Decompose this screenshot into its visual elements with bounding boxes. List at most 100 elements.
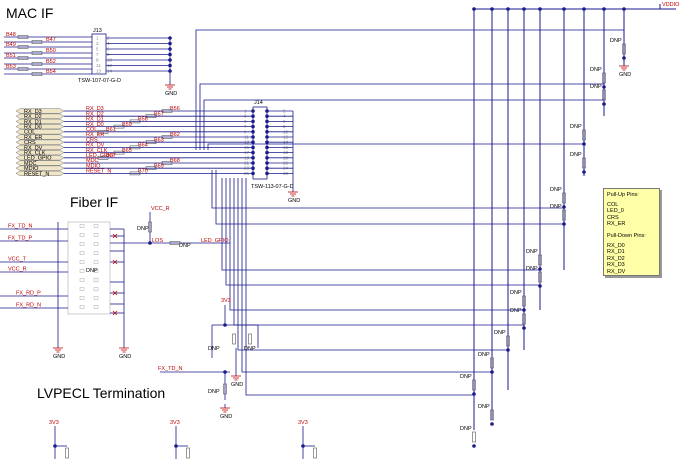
mac-signal-mdc: MDC	[86, 158, 99, 164]
fiber-led-gpio-label: LED_GPIO	[201, 238, 229, 244]
pull-resistor	[522, 295, 526, 307]
mac-net-b57: B57	[154, 111, 164, 117]
mac-series-resistor	[129, 119, 141, 124]
j14-ground: GND	[288, 188, 300, 204]
mac-port-label: MDC	[24, 161, 37, 167]
pull-dnp-label: DNP	[510, 308, 522, 314]
note-pulldown-item: RX_D1	[607, 249, 625, 256]
fiber-dnp-label: DNP	[86, 268, 98, 274]
j14-left-junction	[251, 166, 255, 170]
mac-net-b56: B56	[170, 106, 180, 112]
pull-dnp-label: DNP	[550, 204, 562, 210]
connector-j13: J13 TSW-107-07-G-D	[78, 28, 121, 84]
mac-series-resistor	[129, 171, 141, 176]
pull-resistor	[538, 271, 542, 283]
mac-port-label: COL	[24, 130, 35, 136]
j14-left-junction	[251, 130, 255, 134]
j13-pin-left: 3	[96, 41, 99, 46]
j13-pins: 1234567891011121314GND	[96, 36, 177, 98]
j14-pin-junction	[265, 124, 269, 129]
pull-routes	[195, 29, 624, 396]
mac-net-b64: B64	[138, 143, 148, 149]
mac-signal-mdio: MDIO	[86, 163, 101, 169]
j13-series-resistor	[31, 40, 43, 44]
mac-port-crs: CRS	[15, 139, 65, 146]
mac-port-label: RX_D3	[24, 109, 42, 115]
pull-dnp-label: DNP	[550, 187, 562, 193]
pull-resistor	[562, 192, 566, 204]
j13-net-b51: B51	[6, 53, 16, 59]
j14-pin-junction	[265, 171, 269, 176]
mac-port-label: RX_D2	[24, 114, 42, 120]
j13-pin-left: 11	[96, 63, 101, 68]
note-pullup-item: RX_ER	[607, 221, 626, 228]
note-pullup-item: CRS	[607, 214, 619, 221]
gnd-label: GND	[288, 198, 300, 204]
j14-pin-junction	[265, 119, 269, 124]
pull-resistor	[582, 129, 586, 141]
j14-pin-junction	[265, 145, 269, 150]
pull-resistor	[622, 43, 626, 55]
fiber-ground-left: GND	[53, 344, 65, 360]
mid-resistor-c	[223, 383, 227, 395]
mac-port-label: RX_DV	[24, 145, 43, 151]
j14-left-junction	[251, 114, 255, 118]
power-vcc-r: VCC_R	[151, 206, 170, 212]
j13-ground: GND	[165, 81, 177, 97]
fiber-ground-right: GND	[119, 344, 131, 360]
pull-junction	[582, 170, 586, 174]
power-3v3-a: 3V3	[49, 420, 59, 426]
mac-signal-rx_d3: RX_D3	[86, 106, 104, 112]
lvpecl-resistor	[313, 447, 317, 459]
j14-pin-junction	[265, 150, 269, 155]
mac-port-rx_d2: RX_D2	[15, 113, 65, 120]
mac-signal-reset_n: RESET_N	[86, 169, 111, 175]
mac-net-b68: B68	[170, 158, 180, 164]
j13-series-resistor	[31, 62, 43, 66]
mac-signal-rx_clk: RX_CLK	[86, 148, 108, 154]
note-pulldown-item: RX_D3	[607, 262, 625, 269]
pull-dnp-label: DNP	[570, 152, 582, 158]
pull-ground-1: GND	[619, 62, 631, 78]
pull-dnp-label: DNP	[590, 84, 602, 90]
section-title-lvpecl: LVPECL Termination	[37, 385, 165, 401]
j13-pin-left: 13	[96, 69, 102, 74]
section-title-fiber-if: Fiber IF	[70, 194, 118, 210]
j14-left-junction	[251, 156, 255, 160]
pull-dnp-label: DNP	[526, 249, 538, 255]
gnd-label: GND	[165, 91, 177, 97]
mac-port-label: CRS	[24, 140, 36, 146]
lvpecl-junction	[53, 444, 57, 448]
mac-net-b62: B62	[170, 132, 180, 138]
mac-net-b70: B70	[138, 169, 148, 175]
lvpecl-termination	[53, 426, 317, 459]
pull-dnp-label: DNP	[510, 290, 522, 296]
j13-pin-left: 9	[96, 58, 99, 63]
j13-pin-left: 1	[96, 36, 99, 41]
j13-net-b49: B49	[6, 42, 16, 48]
mid-ground-b: GND	[220, 404, 232, 420]
mac-port-label: LED_GPIO	[24, 156, 52, 162]
mac-net-b65: B65	[122, 148, 132, 154]
mac-series-resistor	[145, 114, 157, 118]
fiber-wiring: FX_TD_NFX_TD_PVCC_TVCC_RFX_RD_PFX_RD_NDN…	[0, 212, 230, 360]
lvpecl-resistor	[186, 447, 190, 459]
power-3v3-d: 3V3	[221, 298, 231, 304]
pull-resistor	[522, 313, 526, 325]
pull-resistor	[582, 157, 586, 169]
mac-port-mdio: MDIO	[15, 165, 65, 172]
mac-signal-led_gpio: LED_GPIO	[86, 153, 114, 159]
gnd-label: GND	[53, 354, 65, 360]
vddio-label: VDDIO	[662, 2, 680, 8]
los-resistor	[169, 241, 181, 245]
fiber-los-label: LOS	[152, 238, 163, 244]
mid-resistor-a	[232, 333, 236, 345]
pull-junction	[472, 444, 476, 448]
pull-dnp-label: DNP	[590, 67, 602, 73]
mac-port-mdc: MDC	[15, 160, 65, 167]
